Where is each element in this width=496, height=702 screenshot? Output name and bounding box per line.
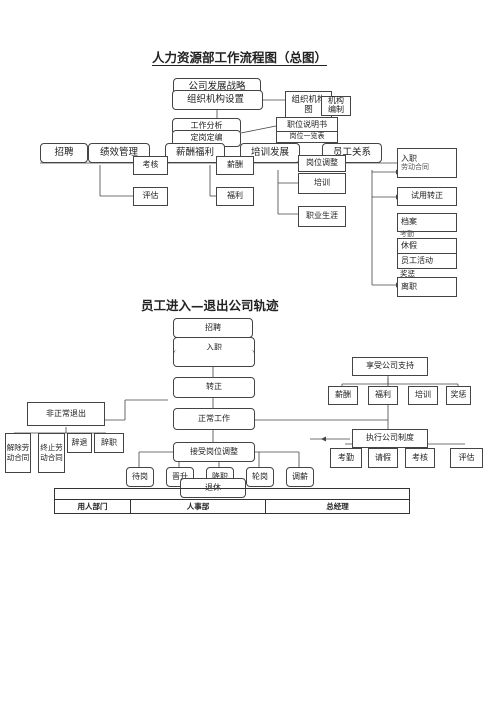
adj-rotate-box: 轮岗 [246, 467, 274, 487]
probation-box: 试用转正 [397, 187, 457, 206]
org-edit-box: 机构编制 [321, 96, 351, 116]
abnormal-exit-box: 非正常退出 [27, 402, 105, 426]
enjoy-support-box: 享受公司支持 [352, 357, 428, 376]
evaluate-box: 评估 [133, 187, 168, 206]
recruit2-box: 招聘 [173, 318, 253, 338]
formal-work-box: 正常工作 [173, 408, 255, 430]
job-list-box: 岗位一览表 [276, 131, 338, 143]
org-edit-label: 机构编制 [328, 96, 344, 114]
welfare2-box: 福利 [368, 386, 398, 405]
onboard2-shadow [173, 350, 255, 367]
evaluate2-box: 评估 [450, 448, 483, 468]
table-top-band [55, 489, 409, 500]
attendance2-box: 考勤 [330, 448, 362, 468]
welfare-box: 福利 [216, 187, 254, 206]
end-contract-label: 终止劳动合同 [40, 443, 63, 462]
training-box: 培训 [298, 173, 346, 194]
terminate-box: 解除劳动合同 [5, 433, 31, 473]
comp-box: 薪酬福利 [165, 143, 225, 163]
assess-box: 考核 [133, 156, 168, 175]
table-col-user-dept: 用人部门 [55, 499, 131, 513]
responsibility-table: 用人部门 人事部 总经理 [54, 488, 410, 514]
chart1-title: 人力资源部工作流程图（总图） [152, 50, 328, 66]
post-adjust-box: 岗位调整 [298, 155, 346, 172]
attendance-label: 考勤 [400, 230, 414, 238]
reward2-box: 奖惩 [446, 386, 471, 405]
career-box: 职业生涯 [298, 206, 346, 227]
onboard-box: 入职 劳动合同 [397, 148, 457, 178]
dismiss-box: 辞退 [67, 433, 92, 453]
salary-box: 薪酬 [216, 156, 254, 175]
confirm-box: 转正 [173, 377, 255, 398]
reward-label: 奖惩 [400, 269, 415, 278]
resign-box: 离职 [397, 277, 457, 297]
terminate-label: 解除劳动合同 [6, 443, 30, 462]
leave2-box: 请假 [368, 448, 398, 468]
salary2-box: 薪酬 [328, 386, 358, 405]
archive-box: 档案 [397, 213, 457, 232]
resign2-box: 辞职 [94, 433, 124, 453]
training-dev-box: 培训发展 [240, 143, 300, 163]
activity-box: 员工活动 [397, 253, 457, 269]
table-col-gm: 总经理 [326, 501, 349, 511]
adj-transfer-box: 调薪 [286, 467, 314, 487]
recruit-box: 招聘 [40, 143, 88, 163]
chart2-title: 员工进入—退出公司轨迹 [141, 298, 279, 313]
adj-wait-box: 待岗 [126, 467, 154, 487]
table-col-hr: 人事部 [131, 499, 266, 513]
labor-contract-label: 劳动合同 [401, 162, 429, 171]
execute-system-box: 执行公司制度 [352, 429, 428, 448]
end-contract-box: 终止劳动合同 [38, 433, 65, 473]
training2-box: 培训 [408, 386, 438, 405]
org-setup-box: 组织机构设置 [172, 90, 263, 110]
onboard-label: 入职 [401, 153, 417, 163]
assess2-box: 考核 [405, 448, 435, 468]
org-diagram-label: 组织机构图 [291, 94, 326, 115]
accept-adjust-box: 接受岗位调整 [173, 442, 255, 462]
